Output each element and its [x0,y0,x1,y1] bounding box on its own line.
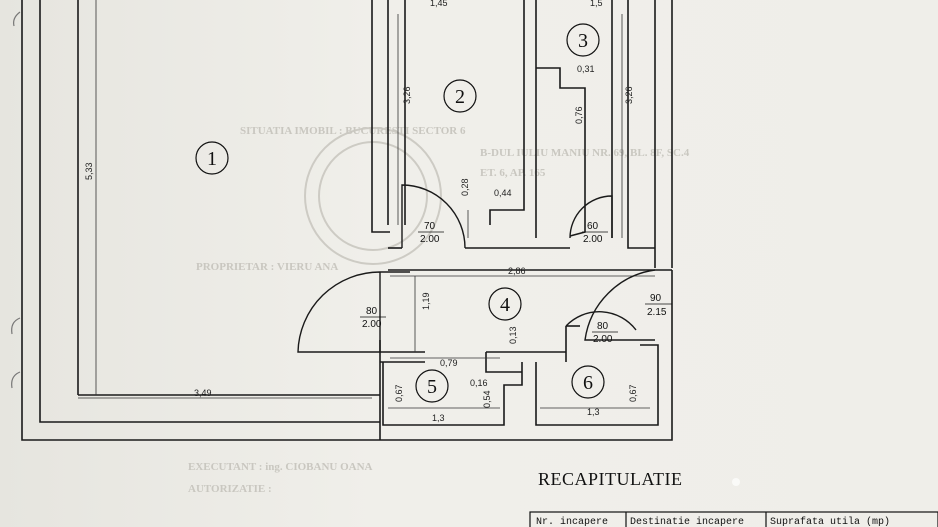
table-header-area: Suprafata utila (mp) [770,516,890,527]
dimension-lines [78,0,655,409]
dim-room5-top: 0,79 [440,358,458,368]
dim-room1-height: 5,33 [84,162,94,180]
dim-room6-width: 1,3 [587,407,600,417]
door-arc-room6 [565,311,637,331]
door-2-width: 60 [587,221,599,232]
dim-top-room2: 1,45 [430,0,448,8]
door-arc-room3 [569,195,613,239]
dim-room3-niche: 0,31 [577,64,595,74]
dim-room5-niche-w: 0,16 [470,378,488,388]
light-glare [732,478,740,486]
room-1-number: 1 [207,148,217,170]
room-2-number: 2 [455,86,465,108]
room-4-number: 4 [500,294,510,316]
dim-room5-height: 0,67 [394,384,404,402]
dim-hall-width: 2,86 [508,266,526,276]
summary-table: Nr. incapere Destinatie incapere Suprafa… [529,511,938,527]
dim-top-room3: 1,5 [590,0,603,8]
room-numbers: 1 2 3 4 5 6 [195,23,605,403]
dim-hall-height: 1,19 [421,292,431,310]
dimension-labels: 1,45 1,5 5,33 3,49 3,26 3,26 0,31 0,76 0… [84,0,638,423]
faint-line-1: SITUATIA IMOBIL : BUCURESTI SECTOR 6 [240,125,466,137]
door-1-width: 70 [424,221,436,232]
door-3-height: 2.00 [362,319,382,330]
door-5-height: 2.00 [593,334,613,345]
walls [21,0,673,441]
door-4-height: 2.15 [647,307,667,318]
table-header-destination: Destinatie incapere [630,516,744,527]
dim-room5-niche-h: 0,54 [482,390,492,408]
dim-room3-step: 0,76 [574,106,584,124]
stamp-seal [304,127,442,265]
door-3-width: 80 [366,306,378,317]
dim-room6-height: 0,67 [628,384,638,402]
door-arc-hall [297,271,381,353]
dim-room2-niche-h: 0,28 [460,178,470,196]
door-5-width: 80 [597,321,609,332]
door-arc-room2 [401,184,466,249]
faint-line-5: EXECUTANT : ing. CIOBANU OANA [188,461,373,473]
summary-title: RECAPITULATIE [538,469,683,489]
dim-room2-niche-w: 0,44 [494,188,512,198]
table-header-room-no: Nr. incapere [536,516,608,527]
door-2-height: 2.00 [583,234,603,245]
binder-holes [11,11,21,389]
dim-hall-step: 0,13 [508,326,518,344]
room-6-number: 6 [583,372,593,394]
door-swings [297,184,656,353]
dim-room5-width: 1,3 [432,413,445,423]
door-4-width: 90 [650,293,662,304]
faint-line-6: AUTORIZATIE : [188,483,272,495]
faint-line-4: PROPRIETAR : VIERU ANA [196,261,338,273]
faint-line-3: ET. 6, AP. 165 [480,167,546,179]
room-3-number: 3 [578,30,588,52]
door-labels: 70 2.00 60 2.00 80 2.00 90 2.15 80 2.00 [360,221,672,345]
dim-room3-height: 3,26 [624,86,634,104]
dim-room1-width: 3,49 [194,388,212,398]
door-arc-entry [584,269,656,341]
dim-room2-height: 3,26 [402,86,412,104]
room-5-number: 5 [427,376,437,398]
door-1-height: 2.00 [420,234,440,245]
